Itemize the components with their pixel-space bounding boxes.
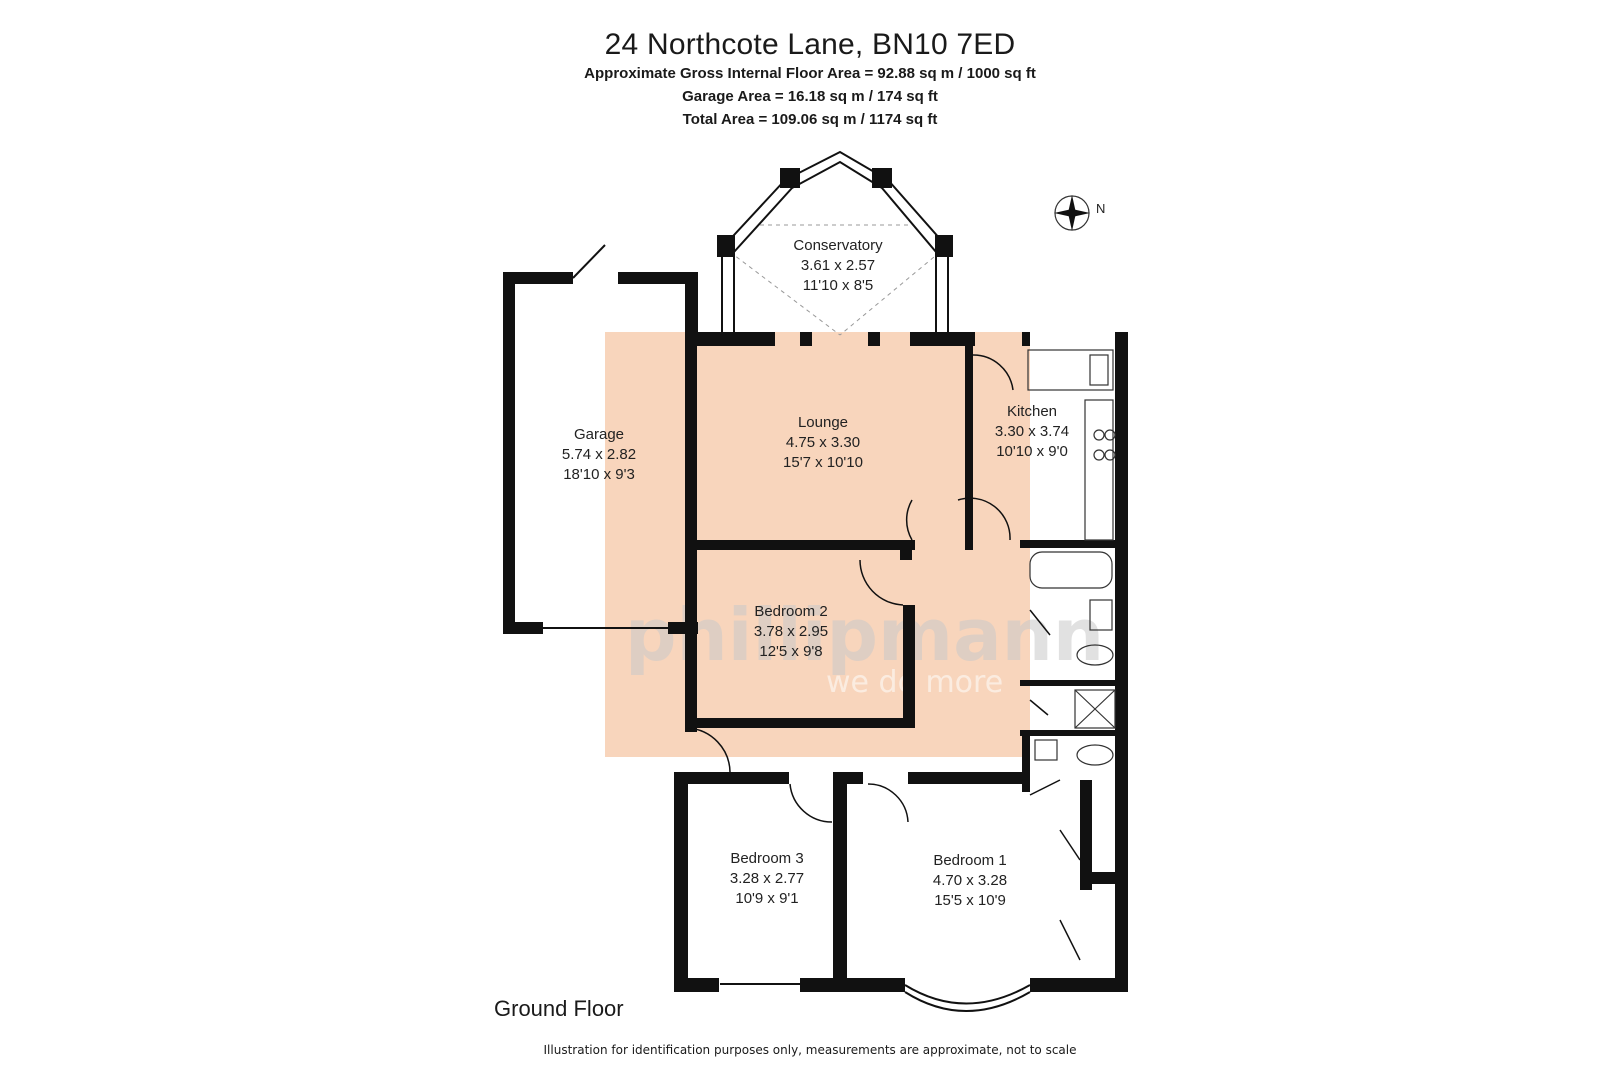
total-area-text: Total Area = 109.06 sq m / 1174 sq ft xyxy=(682,111,938,128)
room-label-conservatory: Conservatory 3.61 x 2.57 11'10 x 8'5 xyxy=(793,237,883,294)
conservatory-posts xyxy=(717,168,953,257)
watermark: phillipmann we do more xyxy=(625,593,1104,700)
plan-header: 24 Northcote Lane, BN10 7ED Approximate … xyxy=(0,28,1620,131)
svg-text:10'9 x 9'1: 10'9 x 9'1 xyxy=(735,890,798,907)
svg-text:Bedroom 1: Bedroom 1 xyxy=(933,852,1006,869)
floor-label: Ground Floor xyxy=(494,996,624,1021)
svg-text:4.75 x 3.30: 4.75 x 3.30 xyxy=(786,434,860,451)
svg-text:Garage: Garage xyxy=(574,426,624,443)
room-label-kitchen: Kitchen 3.30 x 3.74 10'10 x 9'0 xyxy=(995,403,1069,460)
bathroom-fittings xyxy=(1029,551,1116,766)
room-label-bedroom3: Bedroom 3 3.28 x 2.77 10'9 x 9'1 xyxy=(730,850,804,907)
disclaimer-text: Illustration for identification purposes… xyxy=(543,1043,1077,1057)
svg-text:18'10 x 9'3: 18'10 x 9'3 xyxy=(563,466,635,483)
svg-text:3.78 x 2.95: 3.78 x 2.95 xyxy=(754,623,828,640)
svg-text:5.74 x 2.82: 5.74 x 2.82 xyxy=(562,446,636,463)
house-walls xyxy=(674,332,1128,992)
svg-text:4.70 x 3.28: 4.70 x 3.28 xyxy=(933,872,1007,889)
watermark-brand: phillipmann xyxy=(625,593,1104,677)
svg-text:3.28 x 2.77: 3.28 x 2.77 xyxy=(730,870,804,887)
svg-text:15'5 x 10'9: 15'5 x 10'9 xyxy=(934,892,1006,909)
svg-text:Bedroom 2: Bedroom 2 xyxy=(754,603,827,620)
svg-text:3.61 x 2.57: 3.61 x 2.57 xyxy=(801,257,875,274)
svg-text:3.30 x 3.74: 3.30 x 3.74 xyxy=(995,423,1069,440)
svg-text:10'10 x 9'0: 10'10 x 9'0 xyxy=(996,443,1068,460)
room-label-lounge: Lounge 4.75 x 3.30 15'7 x 10'10 xyxy=(783,414,863,471)
compass-north-label: N xyxy=(1096,201,1105,216)
svg-text:15'7 x 10'10: 15'7 x 10'10 xyxy=(783,454,863,471)
room-label-bedroom2: Bedroom 2 3.78 x 2.95 12'5 x 9'8 xyxy=(754,603,828,660)
room-label-garage: Garage 5.74 x 2.82 18'10 x 9'3 xyxy=(562,426,636,483)
svg-text:Conservatory: Conservatory xyxy=(793,237,883,254)
gross-area-text: Approximate Gross Internal Floor Area = … xyxy=(584,65,1036,82)
garage-side-door xyxy=(572,244,606,279)
compass-icon: N xyxy=(1054,195,1105,231)
svg-text:Kitchen: Kitchen xyxy=(1007,403,1057,420)
svg-text:Lounge: Lounge xyxy=(798,414,848,431)
kitchen-fittings xyxy=(1027,349,1116,541)
svg-text:12'5 x 9'8: 12'5 x 9'8 xyxy=(759,643,822,660)
room-label-bedroom1: Bedroom 1 4.70 x 3.28 15'5 x 10'9 xyxy=(933,852,1007,909)
garage-area-text: Garage Area = 16.18 sq m / 174 sq ft xyxy=(682,88,938,105)
door-arcs xyxy=(687,354,1081,961)
property-address-title: 24 Northcote Lane, BN10 7ED xyxy=(604,28,1016,61)
svg-text:Bedroom 3: Bedroom 3 xyxy=(730,850,803,867)
bay-window xyxy=(904,984,1031,1005)
svg-text:11'10 x 8'5: 11'10 x 8'5 xyxy=(803,277,874,294)
garage-walls xyxy=(503,272,698,634)
